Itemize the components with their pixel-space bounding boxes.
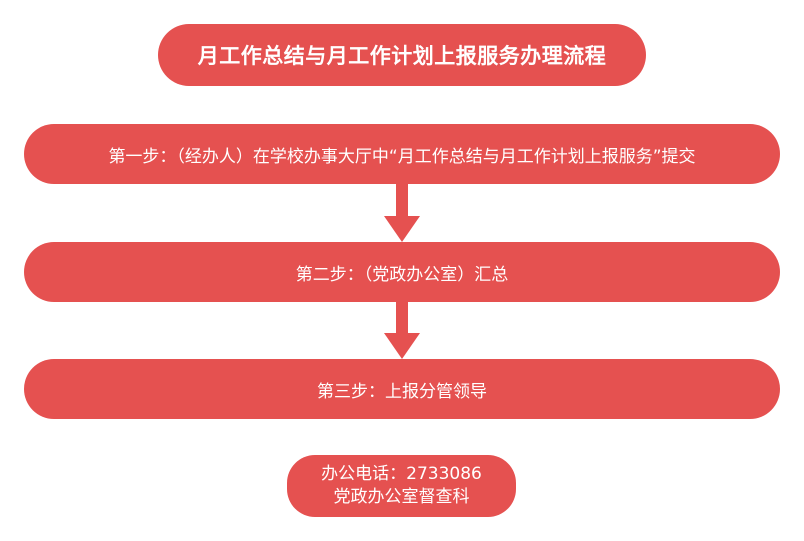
down-arrow-icon bbox=[384, 301, 420, 359]
flow-title-text: 月工作总结与月工作计划上报服务办理流程 bbox=[197, 44, 607, 68]
step-2-box: 第二步：（党政办公室）汇总 bbox=[24, 242, 780, 302]
contact-office: 党政办公室督查科 bbox=[333, 487, 470, 507]
step-3-box: 第三步：上报分管领导 bbox=[24, 359, 780, 419]
step-3-label: 第三步：上报分管领导 bbox=[317, 381, 487, 402]
contact-box: 办公电话：2733086 党政办公室督查科 bbox=[287, 455, 516, 517]
step-1-label: 第一步：（经办人）在学校办事大厅中“月工作总结与月工作计划上报服务”提交 bbox=[108, 146, 696, 167]
step-2-label: 第二步：（党政办公室）汇总 bbox=[295, 264, 509, 285]
contact-phone: 办公电话：2733086 bbox=[321, 464, 482, 484]
down-arrow-icon bbox=[384, 184, 420, 242]
flow-title: 月工作总结与月工作计划上报服务办理流程 bbox=[158, 24, 646, 86]
step-1-box: 第一步：（经办人）在学校办事大厅中“月工作总结与月工作计划上报服务”提交 bbox=[24, 124, 780, 184]
